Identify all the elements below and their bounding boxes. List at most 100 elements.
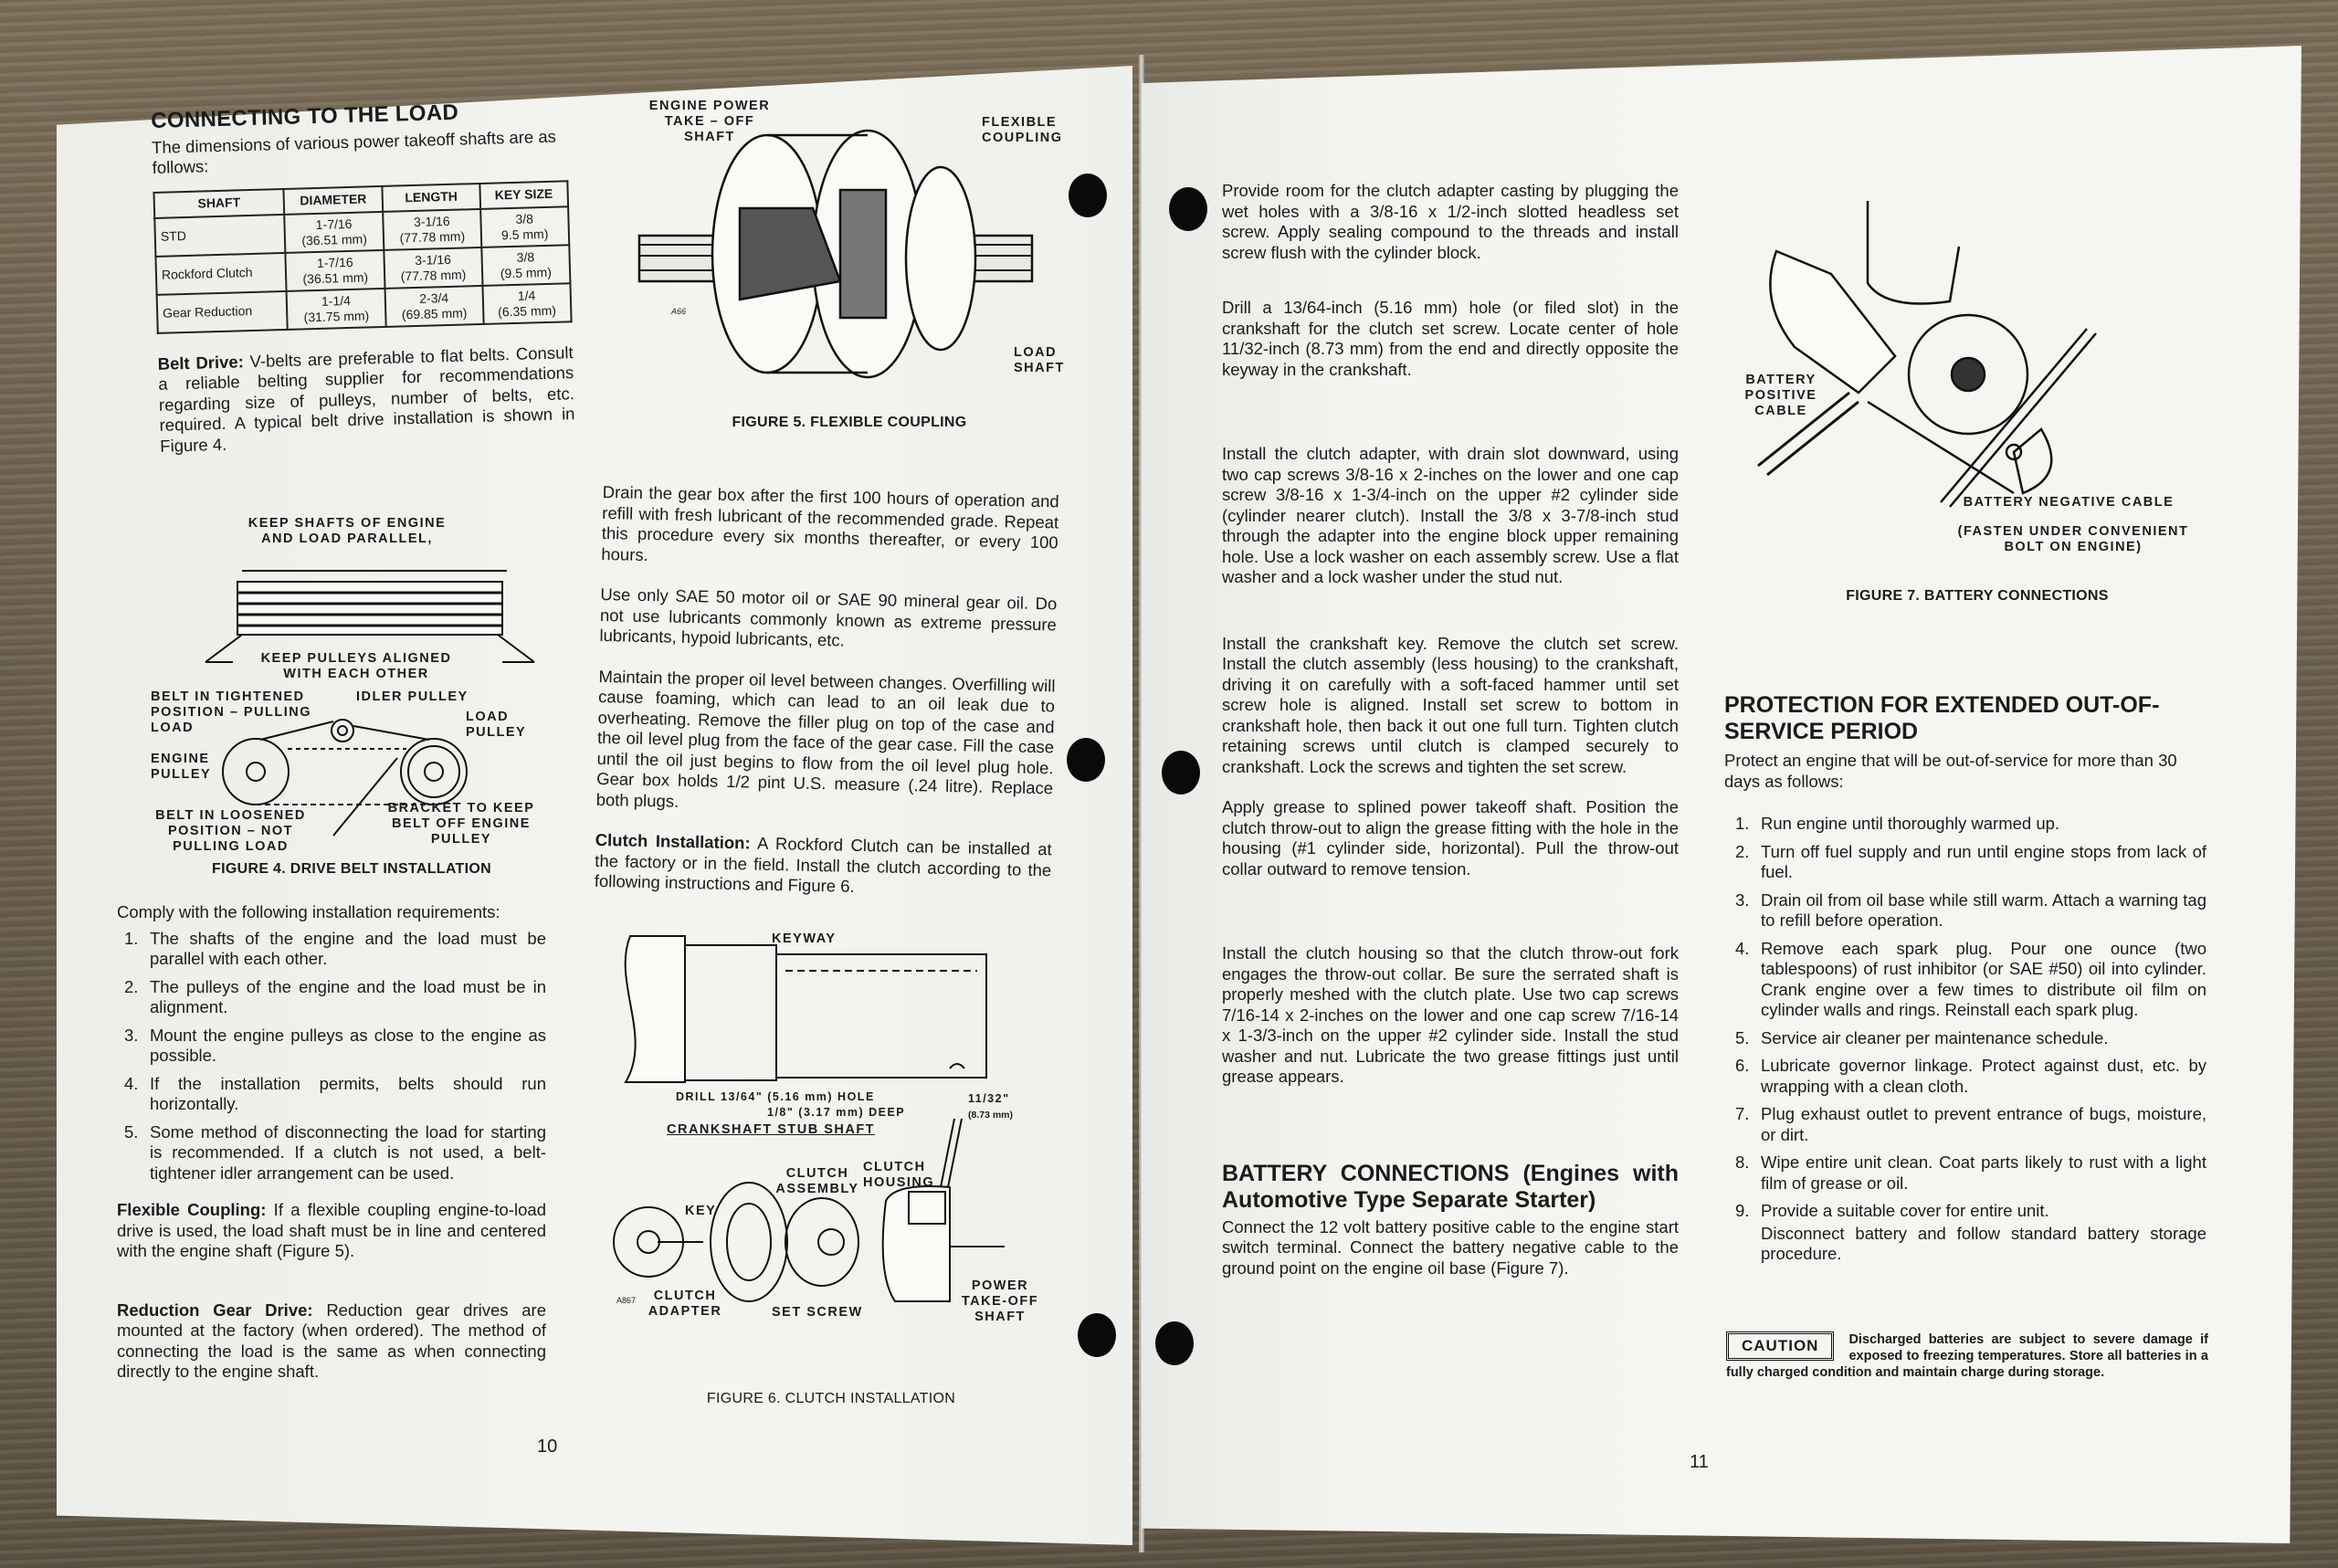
label-engine-pulley: ENGINE PULLEY	[151, 752, 212, 782]
list-item: 1.Run engine until thoroughly warmed up.	[1735, 814, 2060, 833]
label-drill-hole: DRILL 13/64" (5.16 mm) HOLE	[676, 1090, 875, 1103]
drive-belt-diagram-icon	[205, 570, 535, 837]
page-number-left: 10	[537, 1436, 558, 1457]
gearbox-oil-paragraph: Use only SAE 50 motor oil or SAE 90 mine…	[599, 584, 1058, 650]
clutch-installation-diagram-icon	[613, 935, 1005, 1302]
gearbox-level-paragraph: Maintain the proper oil level between ch…	[595, 666, 1056, 811]
left-column-2: Drain the gear box after the first 100 h…	[595, 482, 1059, 901]
gearbox-drain-paragraph: Drain the gear box after the first 100 h…	[601, 482, 1059, 564]
label-battery-positive: BATTERY POSITIVE CABLE	[1744, 373, 1817, 418]
label-clutch-assembly: CLUTCH ASSEMBLY	[775, 1166, 859, 1196]
cell-shaft: STD	[154, 214, 286, 257]
caution-text: Discharged batteries are subject to seve…	[1726, 1332, 2208, 1380]
figure-5-flexible-coupling: ENGINE POWER TAKE – OFF SHAFT FLEXIBLE C…	[630, 99, 1069, 437]
column-header: LENGTH	[382, 183, 480, 212]
clutch-step-paragraph: Install the clutch housing so that the c…	[1222, 943, 1679, 1086]
list-item: 5.Some method of disconnecting the load …	[124, 1121, 546, 1183]
figure-5-caption: FIGURE 5. FLEXIBLE COUPLING	[732, 415, 967, 430]
punch-hole	[1069, 174, 1107, 217]
punch-hole	[1162, 751, 1200, 795]
cell-length: 3-1/16(77.78 mm)	[384, 247, 483, 289]
label-pto-shaft: POWER TAKE-OFF SHAFT	[961, 1279, 1039, 1324]
cell-shaft: Gear Reduction	[156, 290, 288, 333]
label-keyway: KEYWAY	[772, 931, 837, 946]
protection-heading: PROTECTION FOR EXTENDED OUT-OF-SERVICE P…	[1724, 692, 2160, 744]
punch-hole	[1078, 1313, 1116, 1357]
label-load-pulley: LOAD PULLEY	[466, 710, 527, 740]
cell-diameter: 1-7/16(36.51 mm)	[285, 249, 385, 291]
list-item: 5.Service air cleaner per maintenance sc…	[1735, 1027, 2109, 1047]
protection-closing: Disconnect battery and follow standard b…	[1761, 1223, 2206, 1264]
cell-key-size: 3/8(9.5 mm)	[480, 244, 571, 286]
list-item: 8.Wipe entire unit clean. Coat parts lik…	[1735, 1152, 2206, 1193]
punch-hole	[1169, 187, 1207, 231]
reduction-gear-paragraph: Reduction Gear Drive: Reduction gear dri…	[117, 1300, 546, 1382]
figure-5-code: A66	[671, 307, 687, 316]
figure-6-code: A867	[616, 1296, 637, 1305]
requirements-intro: Comply with the following installation r…	[117, 902, 500, 921]
figure-7-caption: FIGURE 7. BATTERY CONNECTIONS	[1846, 588, 2109, 604]
label-clutch-housing: CLUTCH HOUSING	[863, 1160, 935, 1190]
battery-connections-text: Connect the 12 volt battery positive cab…	[1222, 1216, 1679, 1278]
list-item: 7.Plug exhaust outlet to prevent entranc…	[1735, 1104, 2206, 1144]
protection-steps-list: 1.Run engine until thoroughly warmed up.…	[1724, 814, 2206, 1222]
requirements-list: 1.The shafts of the engine and the load …	[117, 929, 546, 1184]
list-item: 1.The shafts of the engine and the load …	[124, 928, 546, 969]
label-engine-pto-shaft: ENGINE POWER TAKE – OFF SHAFT	[648, 99, 771, 144]
caution-block: CAUTION Discharged batteries are subject…	[1726, 1331, 2208, 1381]
label-bracket: BRACKET TO KEEP BELT OFF ENGINE PULLEY	[387, 801, 535, 847]
list-item: 6.Lubricate governor linkage. Protect ag…	[1735, 1056, 2206, 1096]
label-clutch-adapter: CLUTCH ADAPTER	[648, 1289, 722, 1319]
left-column-1: CONNECTING TO THE LOAD The dimensions of…	[151, 100, 575, 457]
column-header: KEY SIZE	[479, 180, 569, 209]
figure-6-clutch-installation: KEYWAY DRILL 13/64" (5.16 mm) HOLE 1/8" …	[603, 927, 1078, 1415]
clutch-installation-paragraph: Clutch Installation: A Rockford Clutch c…	[594, 829, 1052, 896]
list-item: 9.Provide a suitable cover for entire un…	[1735, 1201, 2049, 1220]
label-belt-loosened: BELT IN LOOSENED POSITION – NOT PULLING …	[155, 808, 306, 854]
right-column-2: PROTECTION FOR EXTENDED OUT-OF-SERVICE P…	[1724, 692, 2206, 1265]
cell-diameter: 1-1/4(31.75 mm)	[286, 288, 386, 330]
list-item: 3.Drain oil from oil base while still wa…	[1735, 889, 2206, 931]
label-flexible-coupling: FLEXIBLE COUPLING	[982, 115, 1063, 145]
punch-hole	[1155, 1321, 1194, 1365]
list-item: 4.If the installation permits, belts sho…	[124, 1073, 546, 1114]
clutch-step-paragraph: Install the crankshaft key. Remove the c…	[1222, 633, 1679, 776]
label-crankshaft-stub: CRANKSHAFT STUB SHAFT	[667, 1122, 876, 1137]
page-number-right: 11	[1690, 1452, 1709, 1472]
label-battery-negative: BATTERY NEGATIVE CABLE	[1963, 495, 2175, 510]
caution-badge: CAUTION	[1726, 1331, 1835, 1361]
flexible-coupling-paragraph: Flexible Coupling: If a flexible couplin…	[117, 1200, 546, 1260]
label-key: KEY	[685, 1204, 717, 1218]
right-column-1: Provide room for the clutch adapter cast…	[1222, 181, 1679, 1279]
list-item: 2.The pulleys of the engine and the load…	[124, 976, 546, 1017]
label-set-screw: SET SCREW	[772, 1305, 863, 1320]
label-belt-tightened: BELT IN TIGHTENED POSITION – PULLING LOA…	[151, 689, 312, 735]
label-keep-aligned: KEEP PULLEYS ALIGNED WITH EACH OTHER	[260, 651, 452, 681]
punch-hole	[1067, 738, 1105, 782]
column-header: DIAMETER	[283, 185, 384, 215]
figure-4-drive-belt: KEEP SHAFTS OF ENGINE AND LOAD PARALLEL,…	[151, 507, 553, 881]
figure-7-battery-connections: BATTERY POSITIVE CABLE BATTERY NEGATIVE …	[1740, 201, 2215, 612]
cell-shaft: Rockford Clutch	[155, 252, 287, 295]
battery-connections-diagram-icon	[1757, 201, 2097, 508]
label-offset-mm: (8.73 mm)	[968, 1110, 1014, 1121]
list-item: 4.Remove each spark plug. Pour one ounce…	[1735, 938, 2206, 1020]
belt-drive-paragraph: Belt Drive: V-belts are preferable to fl…	[157, 342, 575, 456]
figure-4-caption: FIGURE 4. DRIVE BELT INSTALLATION	[212, 861, 491, 877]
intro-text: The dimensions of various power takeoff …	[151, 126, 557, 177]
cell-diameter: 1-7/16(36.51 mm)	[284, 211, 384, 253]
label-keep-parallel: KEEP SHAFTS OF ENGINE AND LOAD PARALLEL,	[247, 516, 447, 546]
shaft-dimensions-table: SHAFT DIAMETER LENGTH KEY SIZE STD 1-7/1…	[153, 180, 572, 334]
clutch-step-paragraph: Apply grease to splined power takeoff sh…	[1222, 797, 1679, 879]
protection-intro: Protect an engine that will be out-of-se…	[1724, 751, 2177, 791]
list-item: 3.Mount the engine pulleys as close to t…	[124, 1025, 546, 1066]
clutch-step-paragraph: Drill a 13/64-inch (5.16 mm) hole (or fi…	[1222, 298, 1679, 379]
label-load-shaft: LOAD SHAFT	[1014, 345, 1065, 375]
cell-length: 3-1/16(77.78 mm)	[383, 208, 481, 250]
label-fasten-bolt: (FASTEN UNDER CONVENIENT BOLT ON ENGINE)	[1957, 524, 2189, 554]
label-idler-pulley: IDLER PULLEY	[356, 689, 469, 704]
left-column-1-lower: Comply with the following installation r…	[117, 902, 546, 1383]
label-offset: 11/32"	[968, 1092, 1010, 1105]
column-header: SHAFT	[153, 188, 285, 218]
cell-length: 2-3/4(69.85 mm)	[384, 285, 484, 327]
